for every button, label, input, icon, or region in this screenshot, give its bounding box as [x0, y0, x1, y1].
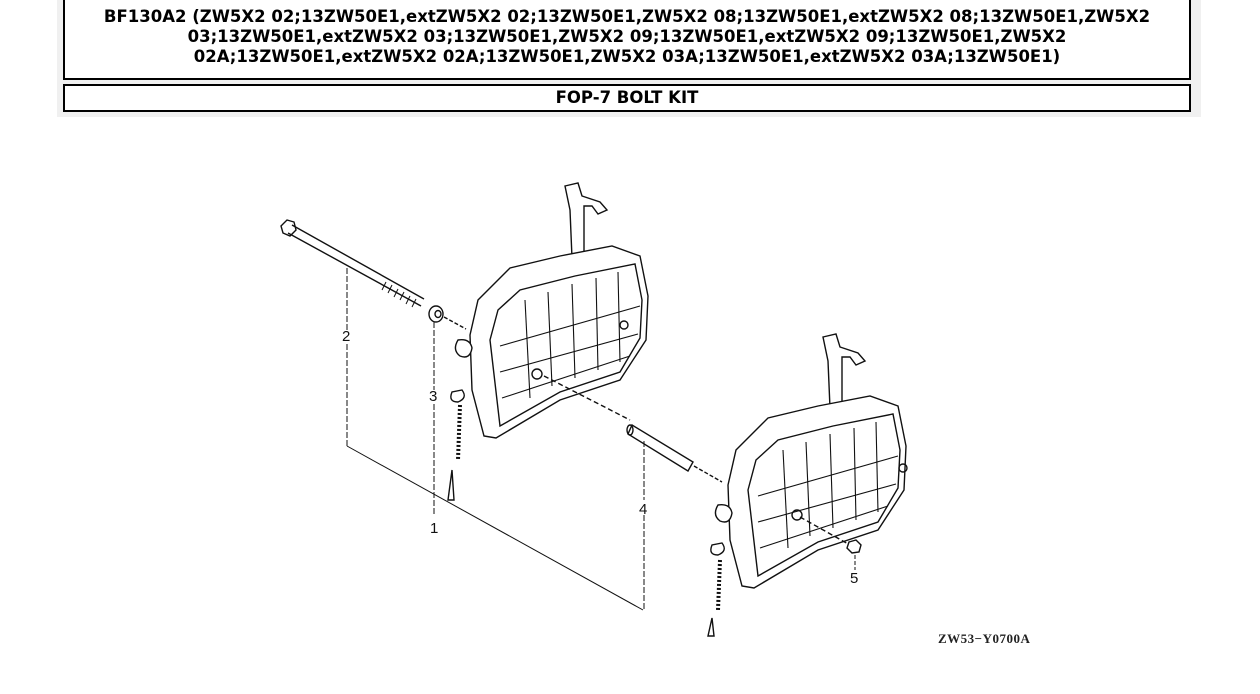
section-title: FOP-7 BOLT KIT [63, 84, 1191, 112]
header-frame: BF130A2 (ZW5X2 02;13ZW50E1,extZW5X2 02;1… [57, 0, 1201, 117]
callout-4: 4 [639, 501, 648, 518]
remote-control-box-left [447, 182, 649, 501]
drawing-code: ZW53−Y0700A [938, 631, 1031, 646]
callout-1: 1 [430, 520, 439, 537]
parts-diagram: 2 3 1 4 5 [0, 117, 1260, 694]
model-applicability-header: BF130A2 (ZW5X2 02;13ZW50E1,extZW5X2 02;1… [63, 0, 1191, 80]
exploded-view-drawing [280, 182, 908, 637]
callout-3: 3 [429, 388, 438, 405]
remote-control-box-right [707, 333, 908, 637]
callout-2: 2 [342, 328, 351, 345]
callout-5: 5 [850, 570, 859, 587]
